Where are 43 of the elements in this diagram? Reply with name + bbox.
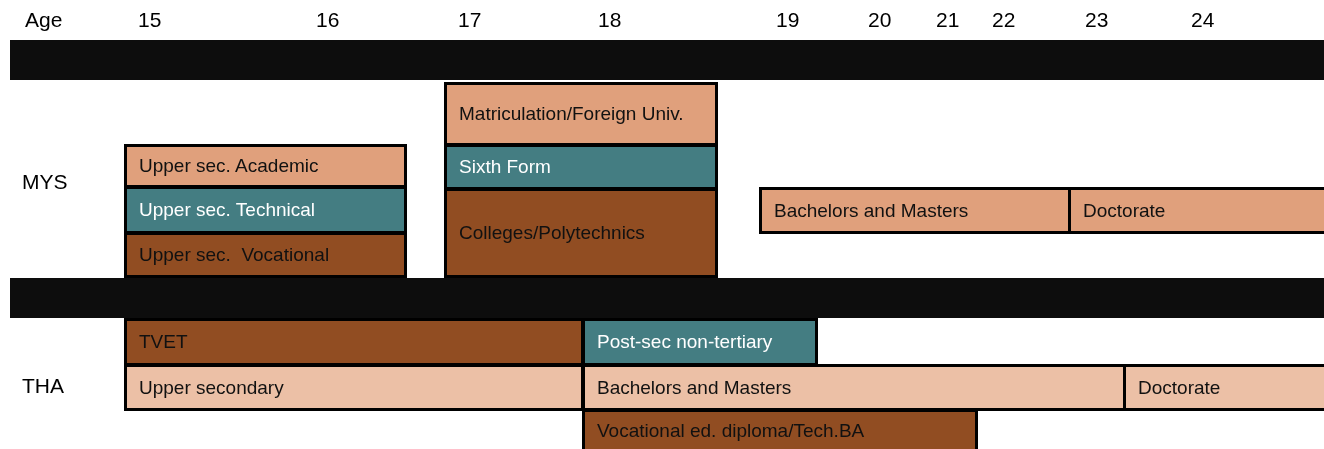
program-box (582, 318, 818, 366)
age-tick: 24 (1191, 8, 1215, 32)
age-tick: 21 (936, 8, 960, 32)
program-label: Colleges/Polytechnics (459, 222, 645, 244)
age-tick: 22 (992, 8, 1016, 32)
program-label: Bachelors and Masters (597, 376, 792, 399)
program-label: Vocational ed. diploma/Tech.BA (597, 419, 865, 442)
age-tick: 16 (316, 8, 340, 32)
program-box (444, 188, 718, 278)
age-tick: 23 (1085, 8, 1109, 32)
program-box (444, 144, 718, 190)
program-box (582, 364, 1126, 411)
age-tick: 19 (776, 8, 800, 32)
program-box (759, 187, 1071, 234)
age-tick: 18 (598, 8, 622, 32)
program-box (582, 409, 978, 449)
program-label: Upper sec. Technical (139, 199, 316, 221)
program-box (124, 186, 407, 234)
program-label: Doctorate (1083, 199, 1166, 222)
program-box (124, 144, 407, 188)
program-box (1068, 187, 1324, 234)
program-box (1123, 364, 1324, 411)
program-box (124, 318, 584, 366)
divider-bar (10, 40, 1324, 80)
program-box (124, 232, 407, 278)
program-label: Upper sec. Vocational (139, 244, 330, 266)
program-label: Sixth Form (459, 156, 551, 178)
program-box (124, 364, 584, 411)
program-label: Doctorate (1138, 376, 1221, 399)
age-tick: 17 (458, 8, 482, 32)
program-label: Bachelors and Masters (774, 199, 969, 222)
program-box (444, 82, 718, 146)
program-label: Upper secondary (139, 376, 284, 399)
country-label: MYS (22, 170, 68, 194)
age-tick: 20 (868, 8, 892, 32)
age-tick: 15 (138, 8, 162, 32)
program-label: Upper sec. Academic (139, 155, 319, 177)
program-label: Post-sec non-tertiary (597, 331, 773, 353)
program-label: Matriculation/Foreign Univ. (459, 103, 684, 125)
divider-bar (10, 278, 1324, 318)
axis-title: Age (25, 8, 63, 32)
country-label: THA (22, 374, 64, 398)
program-label: TVET (139, 331, 188, 353)
